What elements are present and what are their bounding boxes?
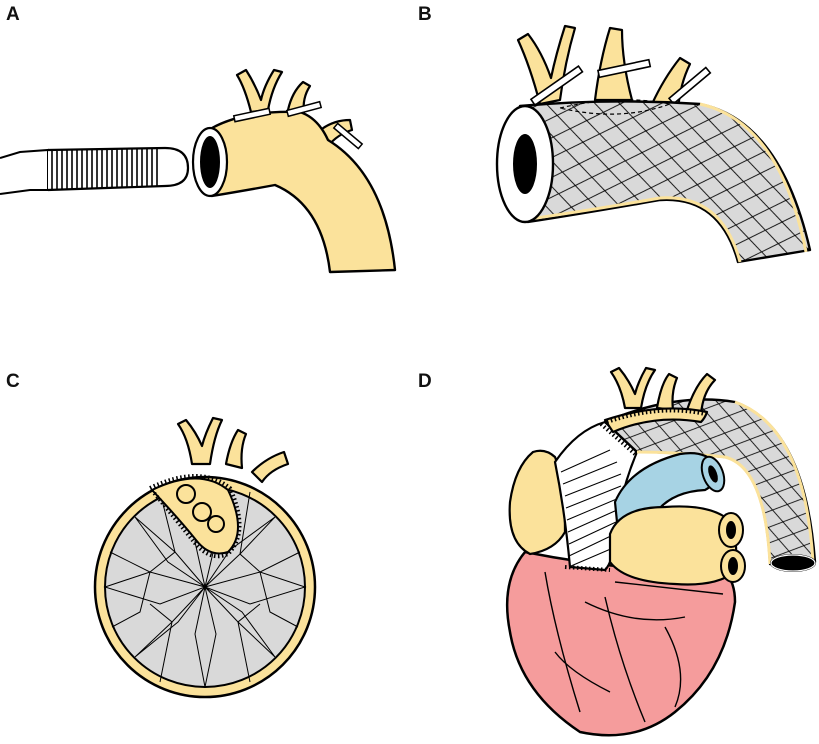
panel-c-illustration (0, 372, 410, 742)
aortic-branches-c (178, 418, 288, 482)
aortic-arch-a (212, 112, 395, 272)
graft-lumen-b (497, 106, 553, 222)
catheter-tip (0, 148, 188, 194)
panel-d-illustration (405, 372, 815, 744)
aortic-lumen-a (193, 128, 227, 196)
panel-b-illustration (410, 0, 819, 300)
panel-a-illustration (0, 0, 410, 300)
left-atrium-d (610, 506, 736, 584)
graft-arch-b (520, 101, 810, 262)
